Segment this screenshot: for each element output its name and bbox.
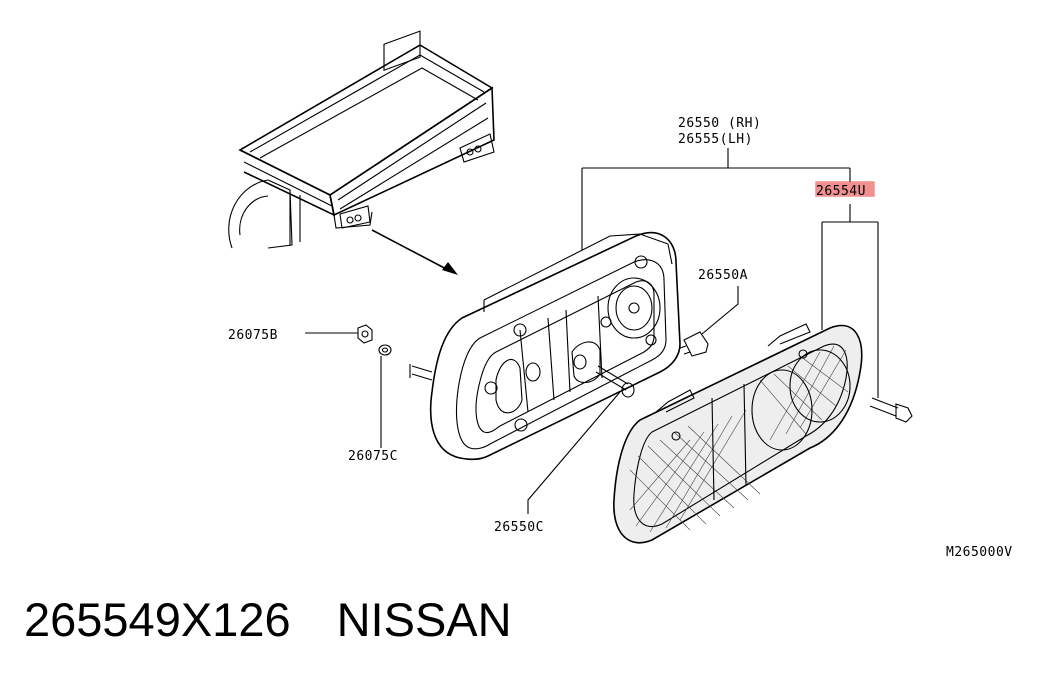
caption-brand: NISSAN (336, 593, 512, 646)
housing-screw (595, 365, 635, 398)
label-screw: 26550C (494, 520, 544, 535)
caption: 265549X126 NISSAN (24, 596, 512, 643)
truck-rear-illustration (228, 30, 495, 275)
leader-lines (305, 148, 879, 514)
label-nut: 26075B (228, 328, 278, 343)
label-socket: 26550A (698, 268, 748, 283)
highlight-box (815, 181, 875, 197)
lamp-housing (409, 231, 681, 461)
lens-screw (869, 397, 913, 423)
label-washer: 26075C (348, 449, 398, 464)
label-lamp-rh: 26550 (RH) (678, 116, 761, 131)
bulb-socket (679, 331, 709, 357)
lamp-lens (613, 323, 863, 544)
nut-and-washer (357, 324, 392, 356)
label-drawing-code: M265000V (946, 545, 1013, 560)
caption-part-number: 265549X126 (24, 593, 291, 646)
label-lens: 26554U (816, 184, 866, 199)
label-lamp-lh: 26555(LH) (678, 132, 753, 147)
